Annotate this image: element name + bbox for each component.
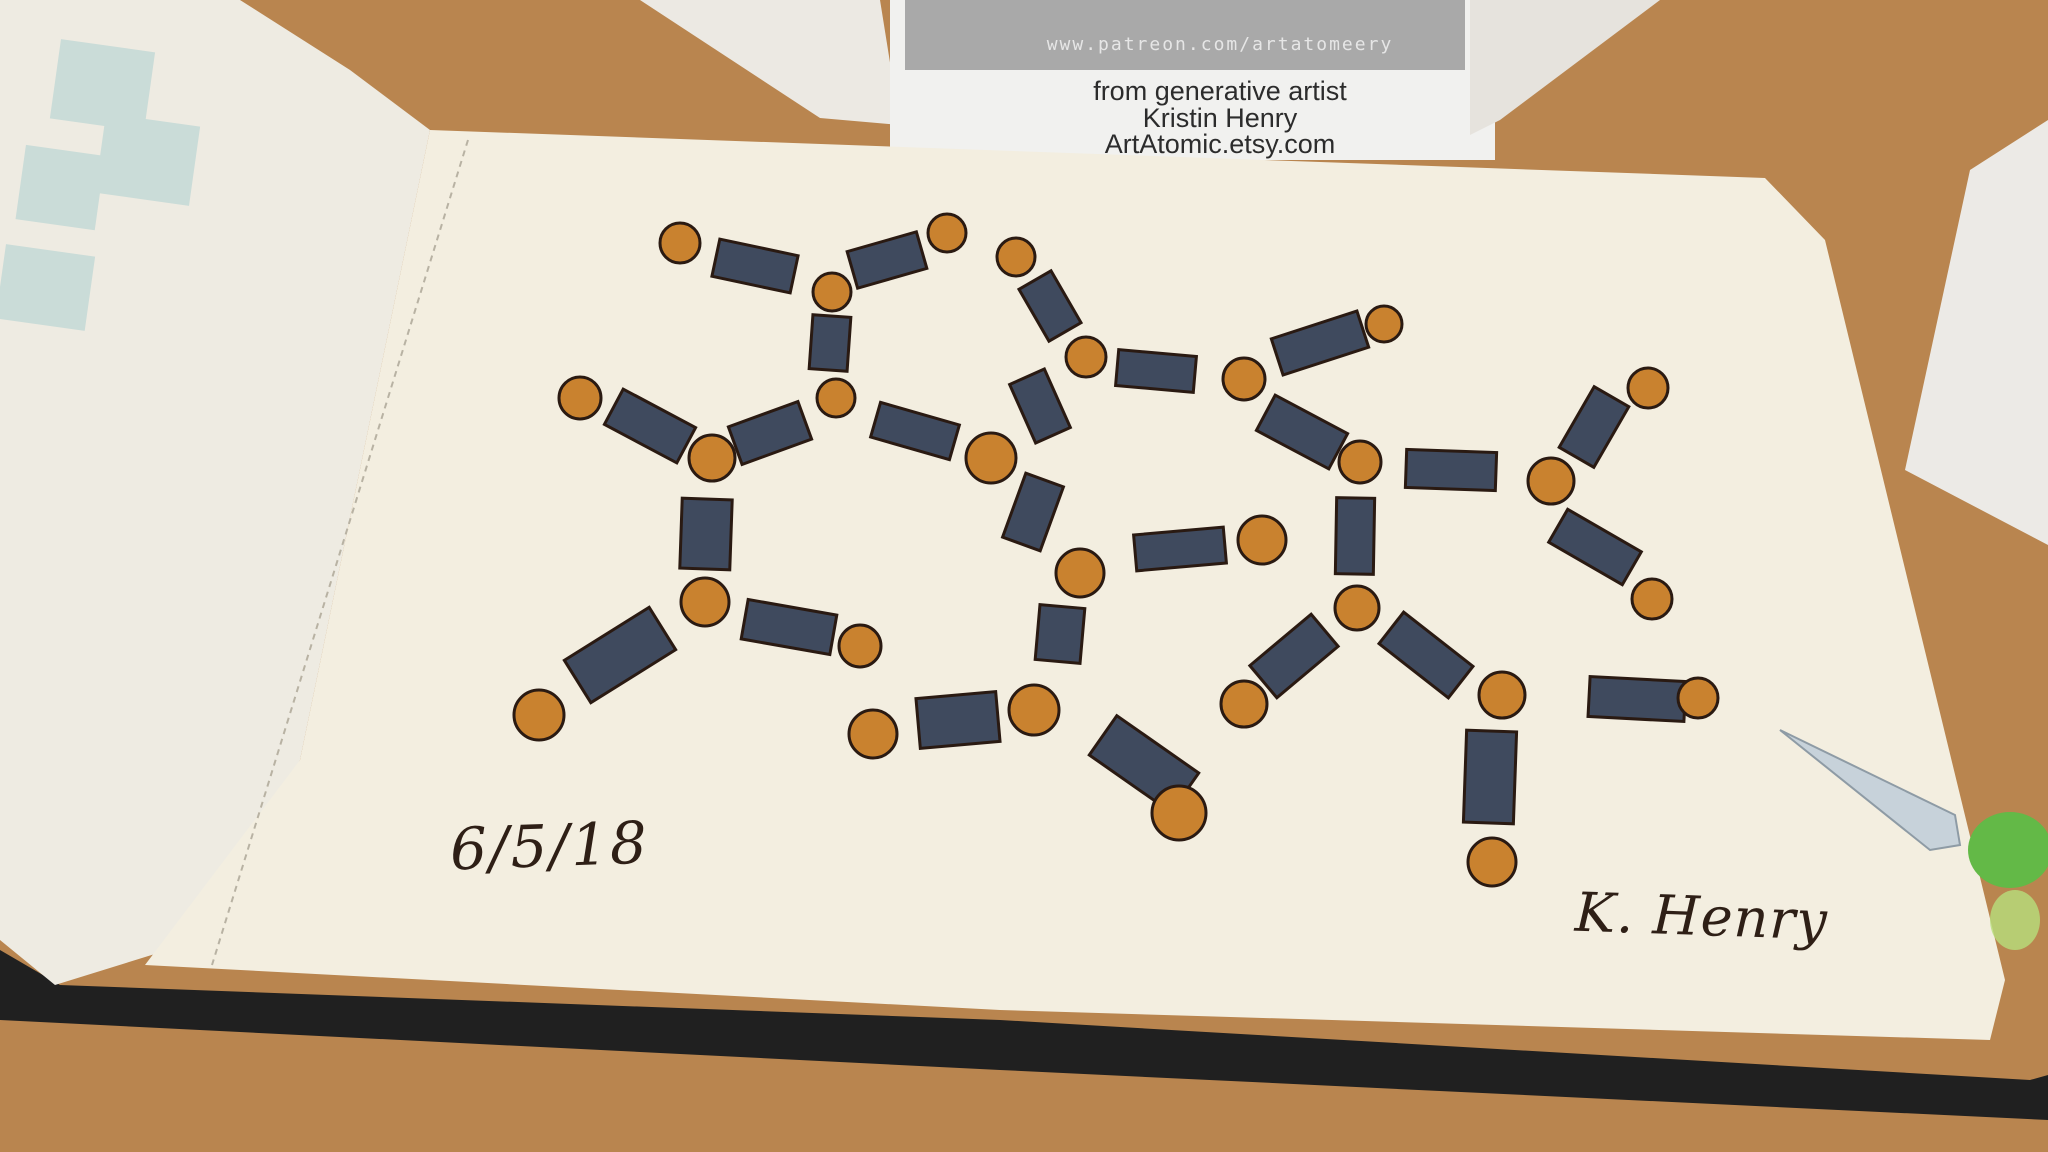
gray-watercolor-rectangle	[739, 597, 839, 657]
gray-watercolor-rectangle	[710, 237, 800, 295]
orange-watercolor-dot	[837, 623, 883, 669]
orange-watercolor-dot	[811, 271, 853, 313]
drawing-date: 6/5/18	[448, 808, 650, 884]
gray-watercolor-rectangle	[1113, 348, 1199, 394]
orange-watercolor-dot	[1630, 577, 1674, 621]
stitch-line	[211, 139, 469, 966]
gray-watercolor-rectangle	[1376, 610, 1476, 700]
card-line-2: Kristin Henry	[1142, 103, 1298, 133]
orange-watercolor-dot	[1007, 683, 1061, 737]
gray-watercolor-rectangle	[1333, 496, 1377, 576]
orange-watercolor-dot	[1526, 456, 1576, 506]
orange-watercolor-dot	[926, 212, 968, 254]
gray-watercolor-rectangle	[1586, 674, 1688, 724]
gray-watercolor-rectangle	[678, 496, 734, 572]
orange-watercolor-dot	[815, 377, 857, 419]
background-paper-left	[640, 0, 900, 125]
gray-watercolor-rectangle	[1269, 309, 1371, 377]
card-line-3: ArtAtomic.etsy.com	[1104, 129, 1336, 159]
gray-watercolor-rectangle	[914, 689, 1002, 751]
sketchbook-left-page	[0, 0, 430, 985]
orange-watercolor-dot	[1477, 670, 1527, 720]
gray-watercolor-rectangle	[1461, 728, 1519, 826]
gray-watercolor-rectangle	[1557, 384, 1631, 470]
gray-watercolor-rectangle	[562, 605, 678, 705]
orange-watercolor-dot	[1054, 547, 1106, 599]
orange-watercolor-dot	[1466, 836, 1518, 888]
gray-watercolor-rectangle	[1131, 525, 1229, 573]
orange-watercolor-dot	[995, 236, 1037, 278]
orange-watercolor-dot	[1337, 439, 1383, 485]
orange-watercolor-dot	[1364, 304, 1404, 344]
orange-watercolor-dot	[658, 221, 702, 265]
orange-watercolor-dot	[847, 708, 899, 760]
business-card-header-band	[905, 0, 1465, 70]
gray-watercolor-rectangle	[1247, 612, 1341, 700]
orange-watercolor-dot	[557, 375, 603, 421]
background-paper-right	[1470, 0, 1660, 135]
artist-signature: K. Henry	[1573, 880, 1829, 953]
card-line-1: from generative artist	[1093, 76, 1347, 106]
sketchbook-cover	[0, 950, 2048, 1120]
orange-watercolor-dot	[1221, 356, 1267, 402]
orange-watercolor-dot	[1333, 584, 1381, 632]
gray-watercolor-rectangle	[1033, 603, 1087, 665]
gray-watercolor-rectangle	[1016, 268, 1084, 344]
orange-watercolor-dot	[1219, 679, 1269, 729]
gray-watercolor-rectangle	[1254, 393, 1350, 471]
gray-watercolor-rectangle	[807, 313, 853, 373]
gray-watercolor-rectangle	[1403, 447, 1499, 493]
background-paper-edge	[1905, 120, 2048, 545]
orange-watercolor-dot	[964, 431, 1018, 485]
orange-watercolor-dot	[1626, 366, 1670, 410]
orange-watercolor-dot	[1236, 514, 1288, 566]
gray-watercolor-rectangle	[1007, 367, 1073, 445]
orange-watercolor-dot	[1150, 784, 1208, 842]
card-url-text: www.patreon.com/artatomeery	[1046, 34, 1394, 55]
gray-watercolor-rectangle	[868, 400, 962, 462]
left-page-sketch	[0, 39, 201, 331]
gray-watercolor-rectangle	[726, 399, 814, 467]
orange-watercolor-dot	[687, 433, 737, 483]
orange-watercolor-dot	[679, 576, 731, 628]
gray-watercolor-rectangle	[602, 387, 698, 465]
gray-watercolor-rectangle	[1546, 507, 1644, 587]
gray-watercolor-rectangle	[1000, 471, 1066, 553]
orange-watercolor-dot	[512, 688, 566, 742]
orange-watercolor-dot	[1064, 335, 1108, 379]
gray-watercolor-rectangle	[845, 229, 929, 291]
glass-dip-pen-icon	[1779, 729, 2048, 950]
watercolor-drawing	[512, 212, 1720, 888]
orange-watercolor-dot	[1676, 676, 1720, 720]
